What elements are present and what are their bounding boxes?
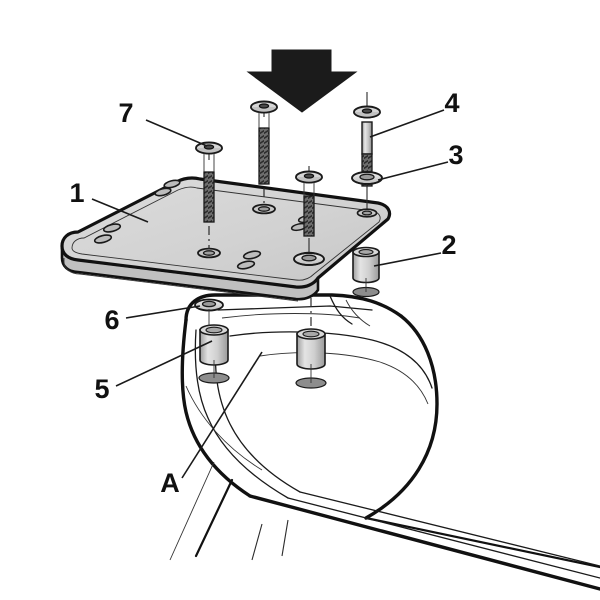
bolt-rear-left: [250, 100, 278, 205]
vehicle-rear-frame: [150, 293, 600, 600]
callout-3-label: 3: [448, 140, 463, 170]
spacer-left: [198, 324, 230, 384]
installation-direction-arrow: [246, 49, 358, 113]
spacer-right-upper: [352, 246, 380, 298]
plate-hole-rear-left: [252, 203, 276, 215]
plate-hole-rear-right: [356, 208, 378, 218]
callout-3: 3: [377, 140, 464, 181]
callout-6-leader: [125, 305, 201, 319]
callout-3-leader: [377, 161, 449, 181]
callout-A: A: [160, 351, 263, 498]
callout-5-label: 5: [94, 374, 109, 404]
bolt-front-left: [195, 141, 223, 249]
callout-6: 6: [104, 305, 201, 335]
callout-6-label: 6: [104, 305, 119, 335]
callout-A-leader: [181, 351, 263, 479]
callout-2-label: 2: [441, 230, 456, 260]
callout-2: 2: [373, 230, 457, 267]
washer-right-upper: [351, 171, 383, 209]
callout-7-leader: [145, 119, 208, 147]
callout-4-leader: [369, 109, 445, 138]
callout-5: 5: [94, 340, 213, 404]
callout-4: 4: [369, 88, 460, 138]
washer-under-plate-left: [194, 298, 224, 326]
washer-center-lower: [293, 252, 325, 266]
spacer-right: [295, 298, 327, 389]
callout-7-label: 7: [118, 98, 133, 128]
callout-1-leader: [91, 198, 149, 223]
callout-1: 1: [69, 178, 149, 223]
bolt-center: [295, 166, 323, 252]
callout-1-label: 1: [69, 178, 84, 208]
callout-4-label: 4: [444, 88, 459, 118]
callout-5-leader: [115, 340, 213, 387]
plate-hole-front-left: [197, 247, 221, 259]
callout-2-leader: [373, 252, 442, 267]
callout-7: 7: [118, 98, 208, 147]
callout-A-label: A: [160, 468, 180, 498]
